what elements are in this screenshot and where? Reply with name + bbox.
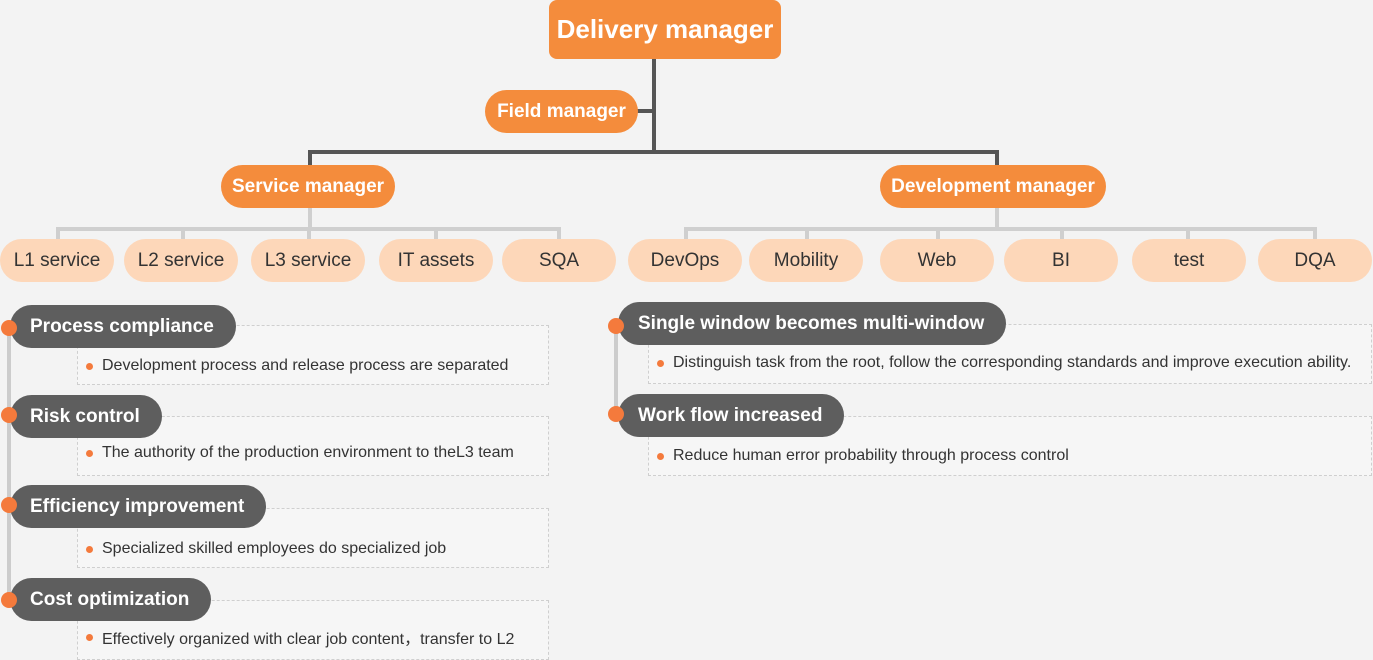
node-l1-service: L1 service — [0, 239, 114, 282]
point-title: Cost optimization — [10, 578, 212, 621]
connector-leaf — [557, 227, 561, 241]
point-title: Risk control — [10, 395, 162, 438]
connector-leaf — [1313, 227, 1317, 241]
detail-text: Distinguish task from the root, follow t… — [673, 354, 1352, 371]
bullet-icon — [657, 452, 664, 460]
bullet-icon — [86, 545, 93, 553]
right-timeline — [614, 326, 618, 414]
connector-leaf — [56, 227, 60, 241]
timeline-dot-icon — [1, 407, 17, 423]
bullet-icon — [86, 362, 93, 370]
connector-leaf — [805, 227, 809, 241]
bullet-icon — [86, 449, 93, 457]
connector-leaf — [434, 227, 438, 241]
connector-leaf — [936, 227, 940, 241]
node-l2-service: L2 service — [124, 239, 238, 282]
connector-horizontal — [308, 150, 999, 154]
connector-leaf — [307, 227, 311, 241]
bullet-icon — [86, 633, 93, 641]
node-web: Web — [880, 239, 994, 282]
node-devops: DevOps — [628, 239, 742, 282]
connector-leaf — [684, 227, 688, 241]
detail-text: Reduce human error probability through p… — [673, 447, 1069, 464]
node-service-manager: Service manager — [221, 165, 395, 208]
timeline-dot-icon — [608, 406, 624, 422]
connector-service-up — [308, 150, 312, 168]
point-title: Efficiency improvement — [10, 485, 267, 528]
left-timeline — [7, 328, 11, 603]
timeline-dot-icon — [1, 320, 17, 336]
node-field-manager: Field manager — [485, 90, 638, 133]
detail-text: Development process and release process … — [102, 357, 509, 374]
connector-dev-up — [995, 150, 999, 168]
point-title: Single window becomes multi-window — [618, 302, 1007, 345]
timeline-dot-icon — [608, 318, 624, 334]
node-sqa: SQA — [502, 239, 616, 282]
node-test: test — [1132, 239, 1246, 282]
point-title: Process compliance — [10, 305, 236, 348]
node-l3-service: L3 service — [251, 239, 365, 282]
connector-root-down — [652, 59, 656, 152]
connector-field — [636, 109, 656, 113]
node-development-manager: Development manager — [880, 165, 1106, 208]
timeline-dot-icon — [1, 592, 17, 608]
connector-dev-down — [995, 207, 999, 229]
bullet-icon — [657, 359, 664, 367]
node-bi: BI — [1004, 239, 1118, 282]
node-it-assets: IT assets — [379, 239, 493, 282]
connector-service-down — [308, 207, 312, 229]
connector-dev-bar — [684, 227, 1317, 231]
detail-text: The authority of the production environm… — [102, 444, 514, 461]
connector-leaf — [1186, 227, 1190, 241]
node-delivery-manager: Delivery manager — [549, 0, 781, 59]
node-mobility: Mobility — [749, 239, 863, 282]
detail-text: Effectively organized with clear job con… — [102, 631, 515, 648]
connector-leaf — [181, 227, 185, 241]
detail-text: Specialized skilled employees do special… — [102, 540, 447, 557]
detail-box: Effectively organized with clear job con… — [77, 600, 549, 660]
timeline-dot-icon — [1, 497, 17, 513]
node-dqa: DQA — [1258, 239, 1372, 282]
point-title: Work flow increased — [618, 394, 845, 437]
connector-leaf — [1060, 227, 1064, 241]
